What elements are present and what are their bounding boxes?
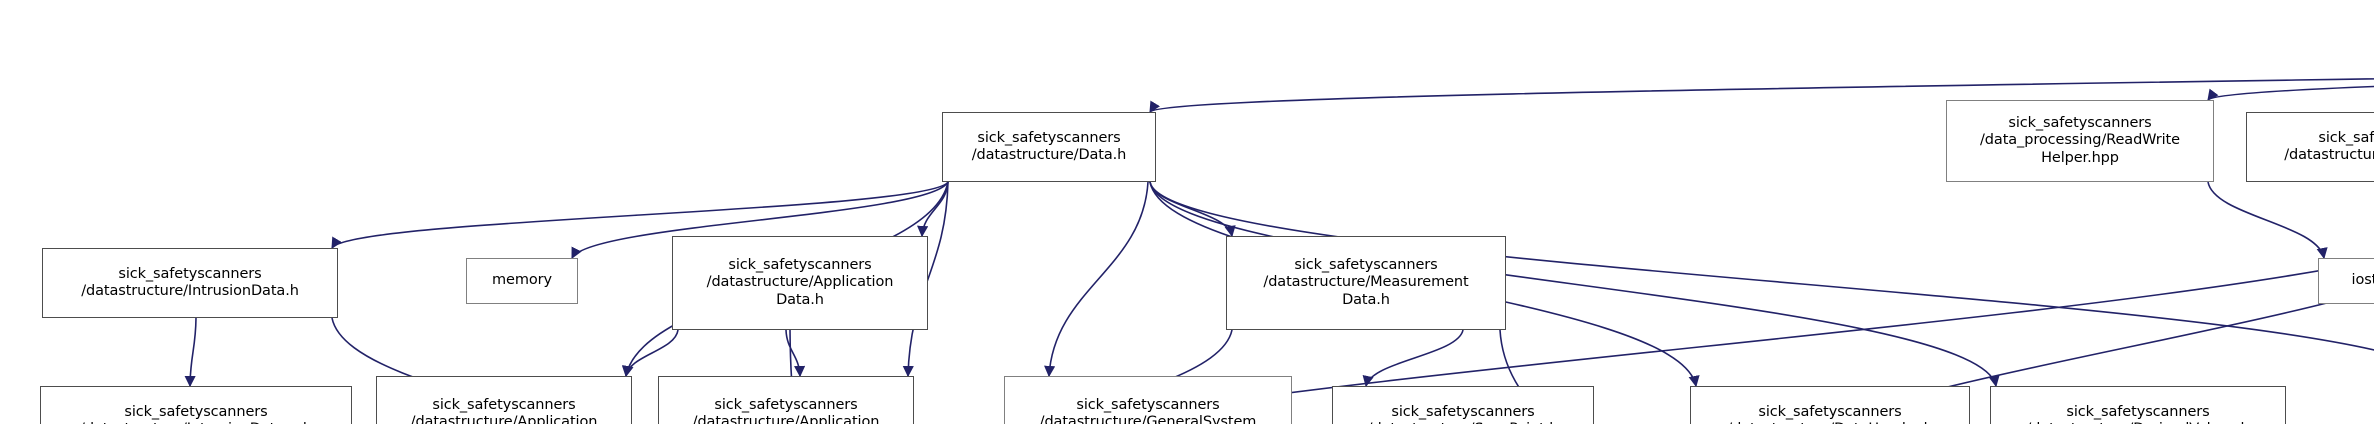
graph-node-label: iostream	[2351, 272, 2374, 289]
graph-node-derivedvalues[interactable]: sick_safetyscanners /datastructure/Deriv…	[1990, 386, 2286, 424]
graph-node-intrusiondatum[interactable]: sick_safetyscanners /datastructure/Intru…	[40, 386, 352, 424]
graph-node-memory[interactable]: memory	[466, 258, 578, 304]
graph-edge	[184, 317, 197, 388]
graph-edge	[2207, 181, 2328, 260]
graph-node-scanpoint[interactable]: sick_safetyscanners /datastructure/ScanP…	[1332, 386, 1594, 424]
graph-node-label: sick_safetyscanners /data_processing/Rea…	[1980, 114, 2180, 166]
graph-node-label: sick_safetyscanners /datastructure/Gener…	[1039, 396, 1257, 424]
graph-node-measurementdata[interactable]: sick_safetyscanners /datastructure/Measu…	[1226, 236, 1506, 330]
graph-edge	[1044, 181, 1149, 378]
graph-node-projectname[interactable]: sick_safetyscanners /datastructure/Proje…	[2246, 112, 2374, 182]
graph-node-label: sick_safetyscanners /datastructure/Measu…	[1263, 256, 1469, 308]
graph-edge	[2207, 85, 2374, 101]
graph-node-label: sick_safetyscanners /datastructure/Appli…	[410, 396, 598, 424]
graph-edge	[1149, 181, 1236, 238]
graph-node-readwrite[interactable]: sick_safetyscanners /data_processing/Rea…	[1946, 100, 2214, 182]
graph-node-data_h[interactable]: sick_safetyscanners /datastructure/Data.…	[942, 112, 1156, 182]
graph-node-intrusiondata[interactable]: sick_safetyscanners /datastructure/Intru…	[42, 248, 338, 318]
graph-node-iostream[interactable]: iostream	[2318, 258, 2374, 304]
graph-edge	[621, 329, 679, 378]
graph-edge	[785, 329, 806, 378]
graph-node-generalsystem[interactable]: sick_safetyscanners /datastructure/Gener…	[1004, 376, 1292, 424]
graph-node-label: sick_safetyscanners /datastructure/ScanP…	[1368, 403, 1559, 424]
graph-node-label: sick_safetyscanners /datastructure/Appli…	[692, 396, 880, 424]
graph-node-label: sick_safetyscanners /datastructure/DataH…	[1727, 403, 1933, 424]
graph-node-label: sick_safetyscanners /datastructure/Intru…	[80, 403, 312, 424]
graph-node-appinputs[interactable]: sick_safetyscanners /datastructure/Appli…	[376, 376, 632, 424]
graph-node-appdata[interactable]: sick_safetyscanners /datastructure/Appli…	[672, 236, 928, 330]
graph-edge	[1362, 329, 1464, 388]
graph-node-dataheader[interactable]: sick_safetyscanners /datastructure/DataH…	[1690, 386, 1970, 424]
graph-node-label: sick_safetyscanners /datastructure/Intru…	[81, 265, 299, 300]
graph-node-appoutputs[interactable]: sick_safetyscanners /datastructure/Appli…	[658, 376, 914, 424]
graph-node-label: sick_safetyscanners /datastructure/Proje…	[2284, 129, 2374, 164]
graph-node-label: sick_safetyscanners /datastructure/Appli…	[706, 256, 894, 308]
graph-edge	[917, 181, 949, 238]
graph-node-label: memory	[492, 272, 552, 289]
graph-node-label: sick_safetyscanners /datastructure/Deriv…	[2026, 403, 2249, 424]
graph-node-label: sick_safetyscanners /datastructure/Data.…	[971, 129, 1127, 164]
